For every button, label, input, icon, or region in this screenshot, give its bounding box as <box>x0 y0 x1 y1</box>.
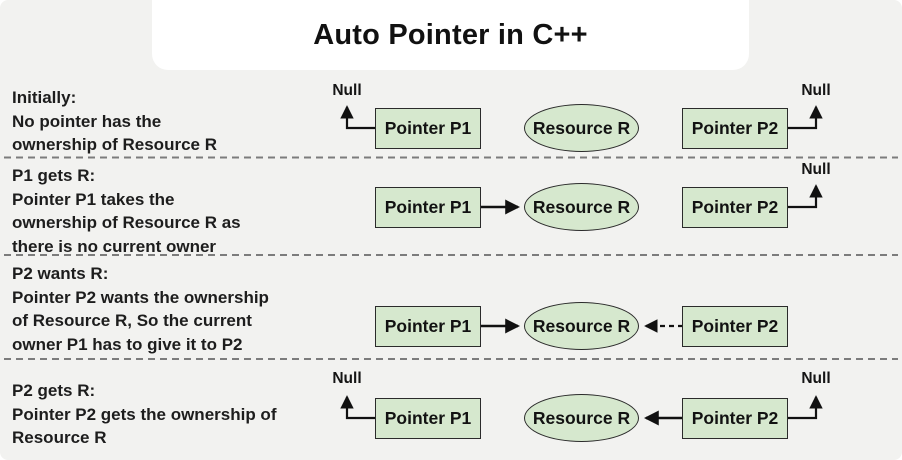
resource-r-ellipse: Resource R <box>524 104 639 152</box>
row-line: Pointer P1 takes the <box>12 189 175 209</box>
row-line: Pointer P2 wants the ownership <box>12 287 269 307</box>
null-label: Null <box>801 82 831 99</box>
arrow-null-right-row4 <box>788 395 823 420</box>
pointer-p2-box: Pointer P2 <box>682 187 788 228</box>
pointer-p1-box: Pointer P1 <box>375 108 481 149</box>
pointer-p2-box: Pointer P2 <box>682 398 788 439</box>
resource-r-ellipse: Resource R <box>524 394 639 442</box>
row-line: ownership of Resource R <box>12 135 217 154</box>
row-line: ownership of Resource R as <box>12 213 241 232</box>
null-label: Null <box>332 370 362 387</box>
null-label: Null <box>801 161 831 178</box>
row-heading: P2 wants R: <box>12 264 109 283</box>
row-text-initially: Initially: No pointer has the ownership … <box>12 86 352 157</box>
row-text-p1-gets-r: P1 gets R: Pointer P1 takes the ownershi… <box>12 164 352 258</box>
title-panel: Auto Pointer in C++ <box>152 0 749 70</box>
row-text-p2-gets-r: P2 gets R: Pointer P2 gets the ownership… <box>12 379 352 450</box>
pointer-p1-box: Pointer P1 <box>375 187 481 228</box>
arrow-p2-to-null-row1 <box>788 105 823 130</box>
arrow-p2-to-null-row2 <box>788 184 823 209</box>
null-label: Null <box>801 370 831 387</box>
pointer-p2-box: Pointer P2 <box>682 306 788 347</box>
pointer-p1-box: Pointer P1 <box>375 306 481 347</box>
null-label: Null <box>332 82 362 99</box>
row-heading: P2 gets R: <box>12 381 96 400</box>
pointer-p1-box: Pointer P1 <box>375 398 481 439</box>
row-line: of Resource R, So the current <box>12 311 252 330</box>
row-line: No pointer has the <box>12 111 162 131</box>
row-line: there is no current owner <box>12 236 217 256</box>
row-line: owner P1 has to give it to P2 <box>12 334 243 354</box>
resource-r-ellipse: Resource R <box>524 183 639 231</box>
pointer-p2-box: Pointer P2 <box>682 108 788 149</box>
resource-r-ellipse: Resource R <box>524 302 639 350</box>
row-heading: Initially: <box>12 88 77 107</box>
row-line: Resource R <box>12 428 107 447</box>
page-title: Auto Pointer in C++ <box>313 18 588 51</box>
row-heading: P1 gets R: <box>12 166 96 185</box>
row-line: Pointer P2 gets the ownership of <box>12 404 277 424</box>
row-text-p2-wants-r: P2 wants R: Pointer P2 wants the ownersh… <box>12 262 352 356</box>
